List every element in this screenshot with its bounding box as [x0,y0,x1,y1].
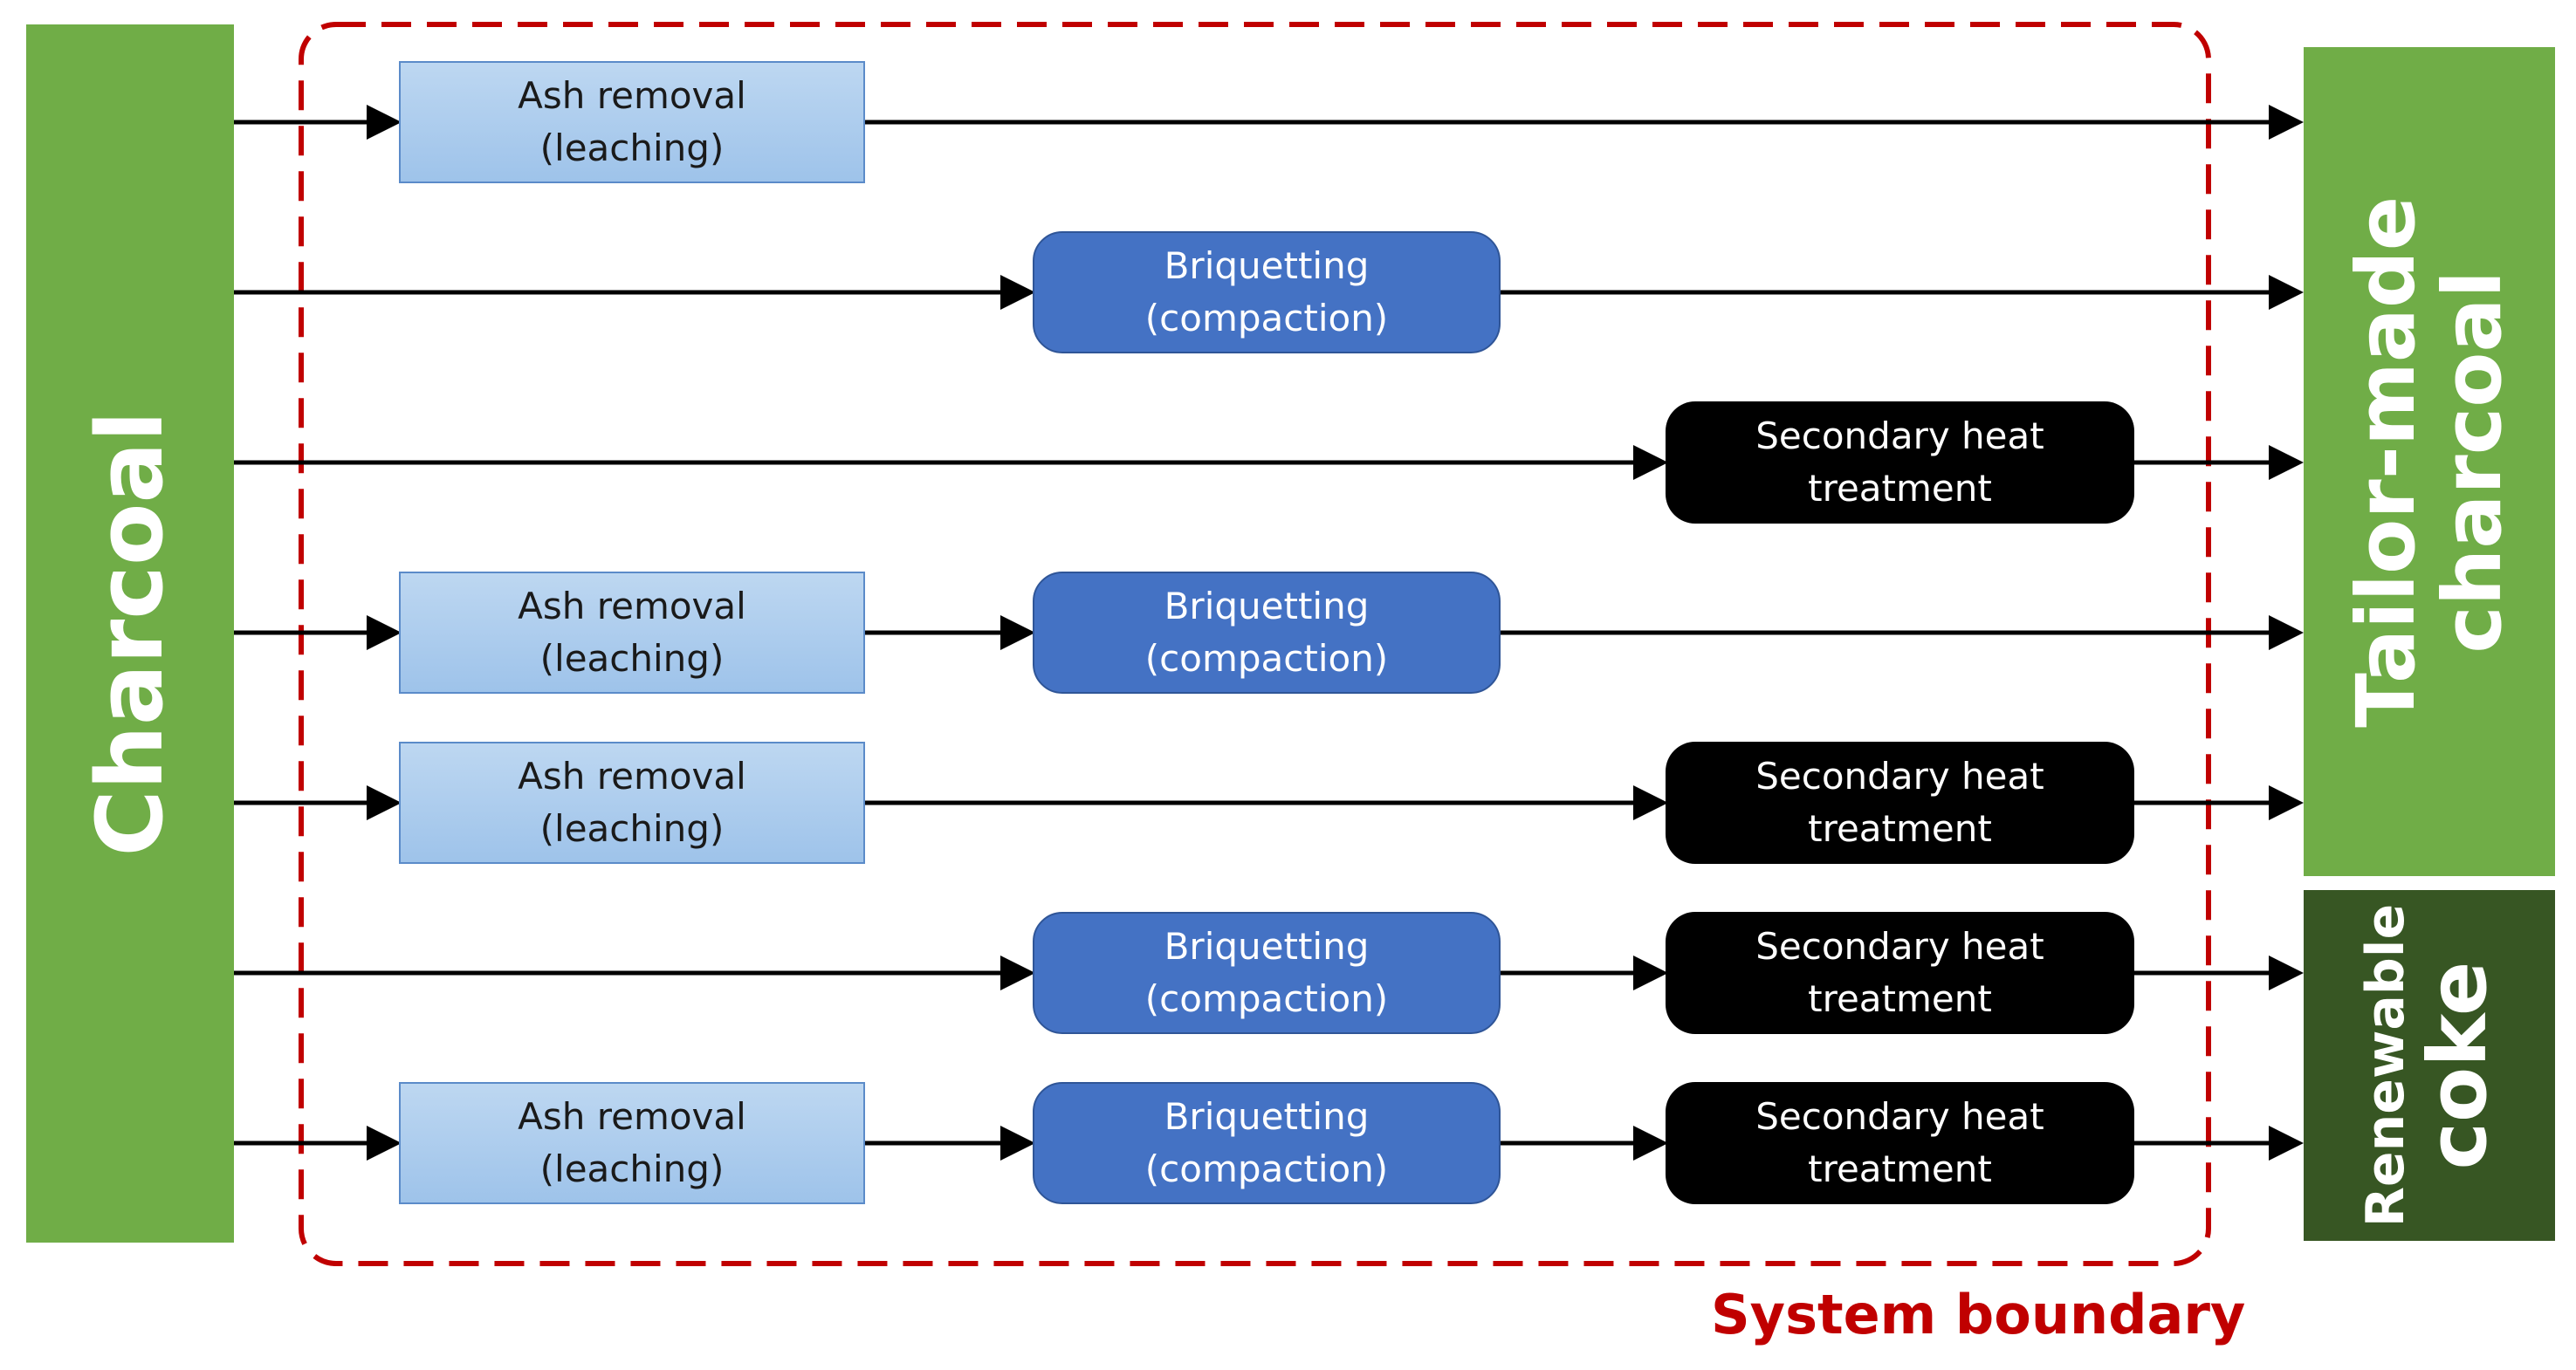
ash-removal-line2: (leaching) [539,807,725,850]
tailor-made-charcoal-block: Tailor-made charcoal [2304,47,2555,876]
ash-removal-line2: (leaching) [539,637,725,680]
briquetting-line1: Briquetting [1164,244,1370,288]
ash-removal-box: Ash removal (leaching) [399,61,865,183]
ash-removal-line2: (leaching) [539,1147,725,1190]
ash-removal-box: Ash removal (leaching) [399,1082,865,1204]
ash-removal-line1: Ash removal [518,585,746,628]
heat-treatment-line1: Secondary heat [1755,1095,2044,1139]
tailor-made-charcoal-label: Tailor-made charcoal [2339,195,2520,728]
briquetting-box: Briquetting (compaction) [1033,231,1501,353]
briquetting-line2: (compaction) [1144,977,1389,1020]
heat-treatment-line1: Secondary heat [1755,755,2044,798]
ash-removal-line1: Ash removal [518,755,746,798]
system-boundary [299,22,2211,1266]
flow-arrows [234,105,2304,1161]
heat-treatment-line1: Secondary heat [1755,414,2044,458]
charcoal-input-block: Charcoal [26,24,234,1243]
ash-removal-line1: Ash removal [518,74,746,118]
system-boundary-label: System boundary [1711,1283,2246,1346]
briquetting-line2: (compaction) [1144,297,1389,339]
heat-treatment-line2: treatment [1808,1147,1992,1190]
heat-treatment-box: Secondary heat treatment [1666,912,2134,1034]
briquetting-box: Briquetting (compaction) [1033,1082,1501,1204]
heat-treatment-box: Secondary heat treatment [1666,401,2134,524]
heat-treatment-line1: Secondary heat [1755,925,2044,969]
tailor-made-label-line2: charcoal [2426,270,2520,654]
heat-treatment-line2: treatment [1808,977,1992,1020]
ash-removal-box: Ash removal (leaching) [399,742,865,864]
briquetting-line2: (compaction) [1144,637,1389,680]
renewable-coke-label-line2: coke [2410,961,2504,1170]
briquetting-line2: (compaction) [1144,1147,1389,1190]
heat-treatment-line2: treatment [1808,467,1992,510]
renewable-coke-label: Renewable coke [2354,903,2504,1228]
briquetting-line1: Briquetting [1164,925,1370,969]
briquetting-line1: Briquetting [1164,585,1370,628]
tailor-made-label-line1: Tailor-made [2339,195,2433,728]
briquetting-box: Briquetting (compaction) [1033,912,1501,1034]
heat-treatment-line2: treatment [1808,807,1992,850]
ash-removal-line2: (leaching) [539,127,725,169]
renewable-coke-label-line1: Renewable [2354,903,2416,1228]
briquetting-box: Briquetting (compaction) [1033,572,1501,694]
ash-removal-line1: Ash removal [518,1095,746,1139]
charcoal-label: Charcoal [76,410,183,857]
heat-treatment-box: Secondary heat treatment [1666,1082,2134,1204]
ash-removal-box: Ash removal (leaching) [399,572,865,694]
briquetting-line1: Briquetting [1164,1095,1370,1139]
renewable-coke-block: Renewable coke [2304,890,2555,1241]
heat-treatment-box: Secondary heat treatment [1666,742,2134,864]
